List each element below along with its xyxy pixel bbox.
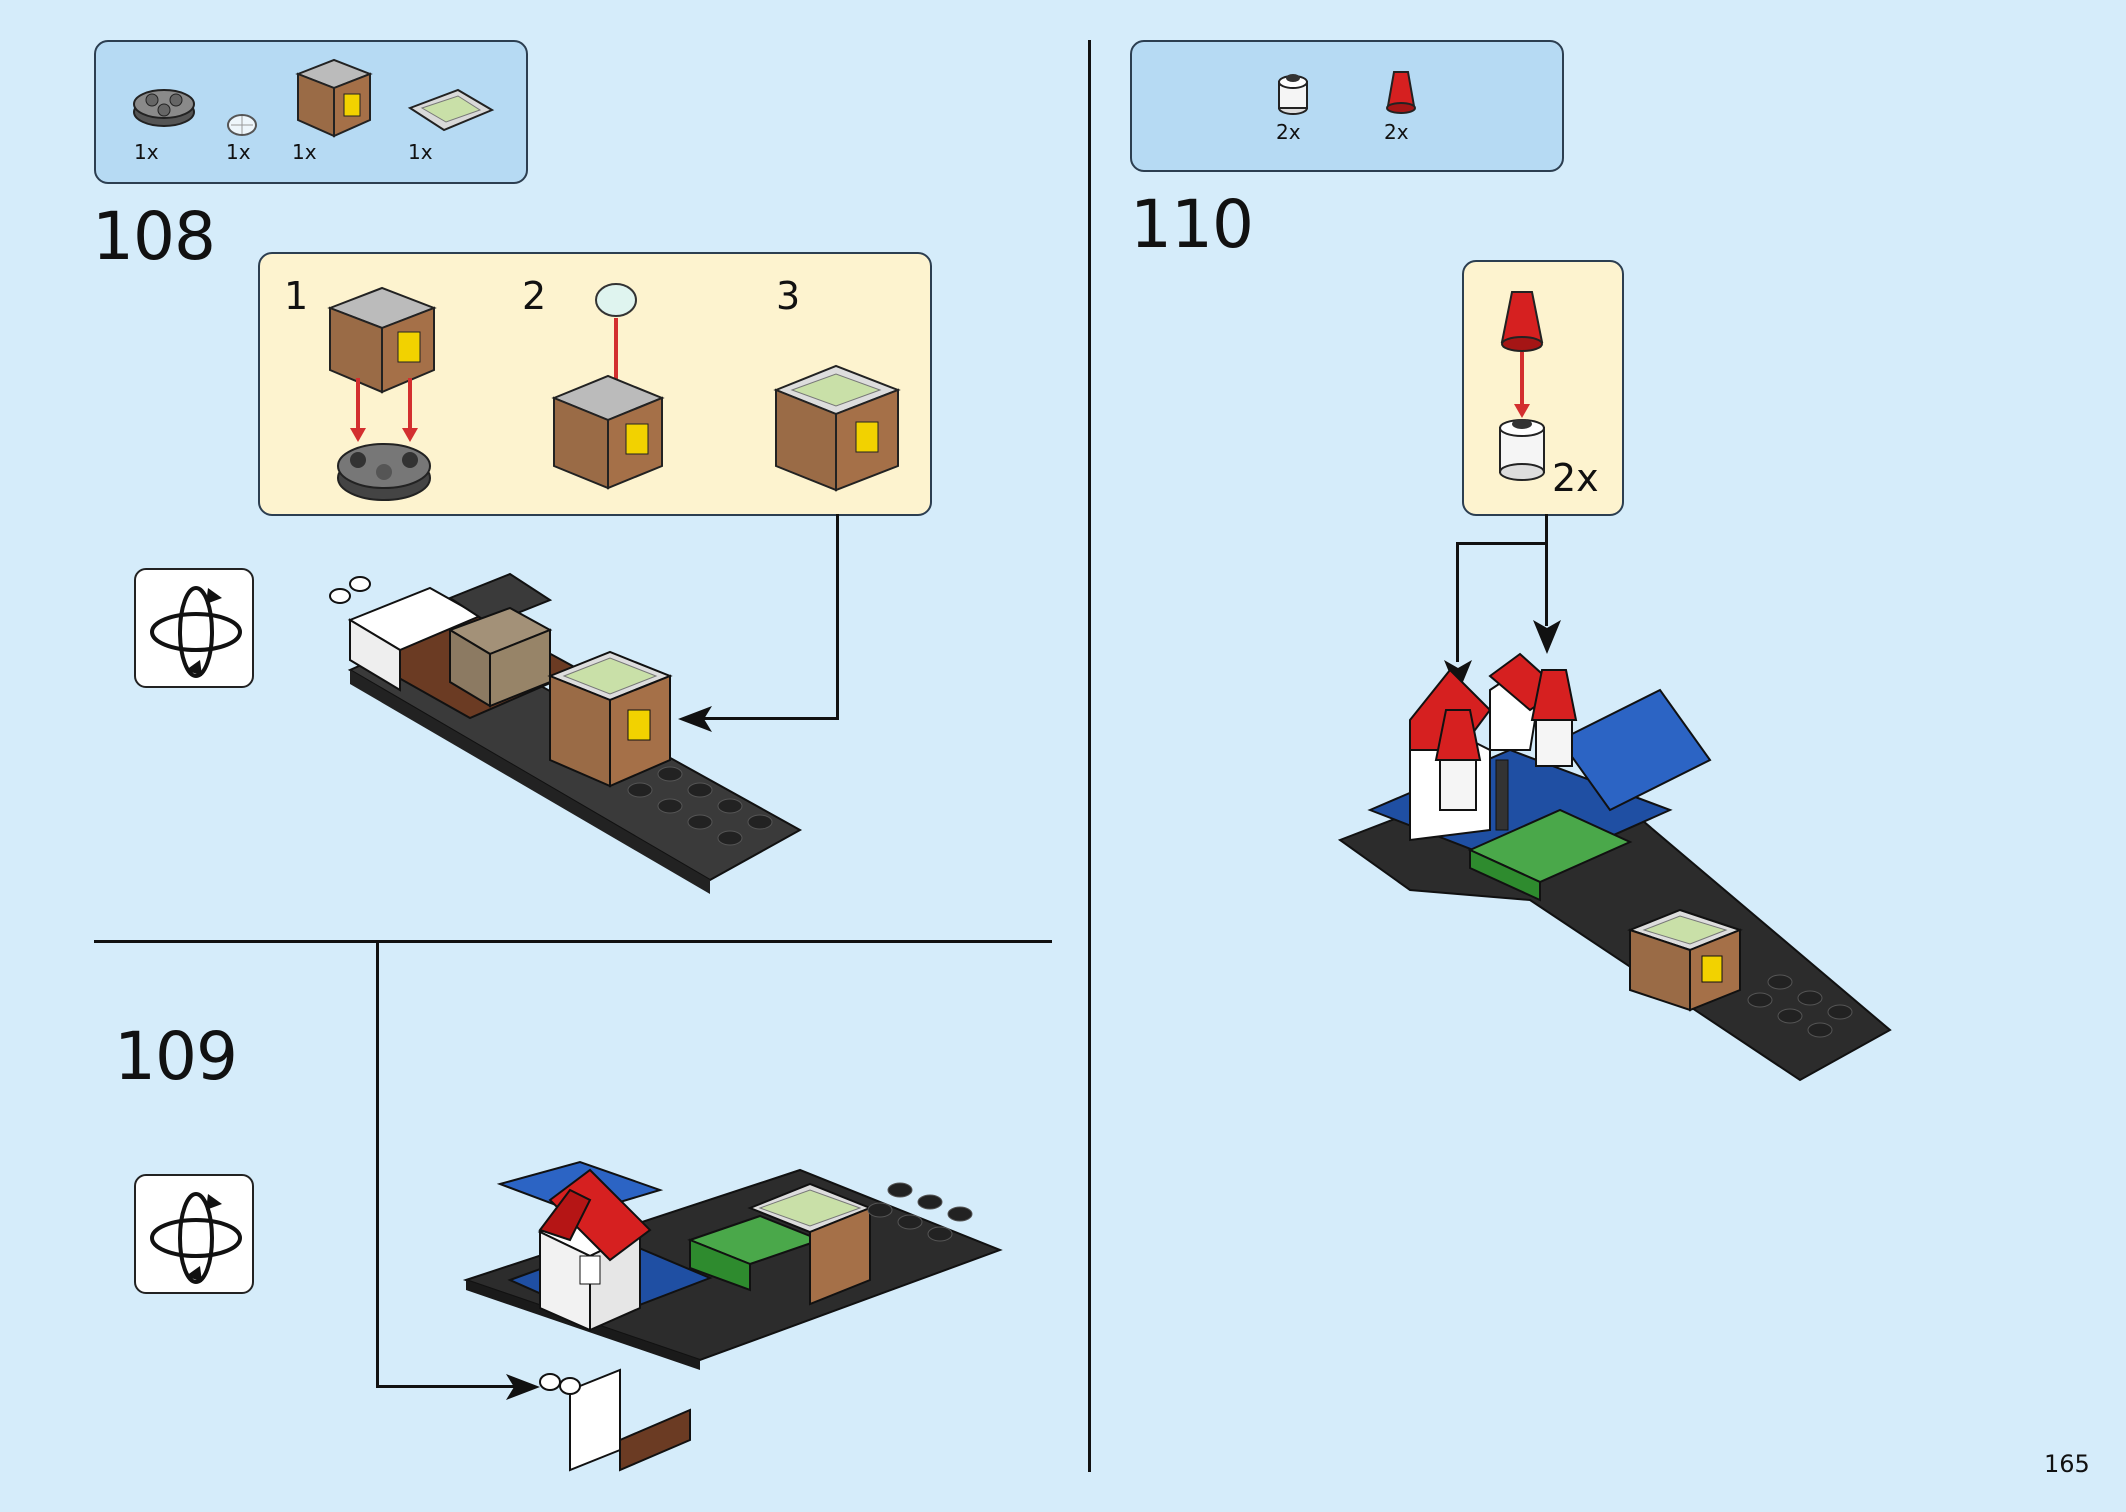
callout-connector-109-h (376, 1385, 514, 1388)
rotate-model-icon (134, 1174, 254, 1294)
step-number-108: 108 (92, 198, 216, 275)
part-qty-2: 1x (226, 140, 251, 164)
substep-number-2: 2 (522, 274, 547, 318)
callout-connector-110-v2 (1456, 542, 1459, 662)
callout-connector-108-h (700, 717, 839, 720)
cone-red-icon (1386, 71, 1416, 114)
subassembly-box-108: 1 2 3 (258, 252, 932, 516)
rotate-model-icon (134, 568, 254, 688)
substep-1-illustration (327, 286, 437, 501)
callout-connector-109-v (376, 942, 379, 1388)
printed-tile-icon (407, 88, 495, 132)
part-qty-1: 1x (134, 140, 159, 164)
callout-connector-110-h (1456, 542, 1548, 545)
model-step-109 (462, 1160, 1003, 1472)
substep-2-illustration (551, 283, 665, 490)
round-plate-dark-gray-icon (133, 89, 195, 127)
callout-connector-108-v (836, 514, 839, 720)
parts-list-108: 1x 1x 1x 1x (94, 40, 528, 184)
callout-quantity: 2x (1552, 456, 1599, 500)
subassembly-box-110: 2x (1462, 260, 1624, 516)
page-number: 165 (2044, 1450, 2090, 1478)
substep-3-illustration (773, 364, 901, 492)
assembly-arrow-icon (1533, 620, 1561, 654)
step-number-109: 109 (114, 1018, 238, 1095)
column-divider (1088, 40, 1091, 1472)
round-brick-white-icon (1278, 74, 1308, 115)
question-block-frame-icon (295, 58, 373, 138)
part-qty-3: 1x (292, 140, 317, 164)
model-step-110 (1337, 652, 1892, 1082)
part-qty-white: 2x (1276, 120, 1301, 144)
assembly-arrow-icon (506, 1374, 540, 1400)
step-number-110: 110 (1130, 186, 1254, 263)
substep-number-1: 1 (284, 274, 309, 318)
section-divider (94, 940, 1052, 943)
part-qty-4: 1x (408, 140, 433, 164)
callout-connector-110-v (1545, 514, 1548, 626)
assembly-arrow-icon (678, 706, 712, 732)
transparent-round-tile-icon (227, 114, 257, 136)
substep-number-3: 3 (776, 274, 801, 318)
part-qty-red: 2x (1384, 120, 1409, 144)
model-step-108 (329, 572, 803, 894)
cone-on-round-brick-illustration (1499, 291, 1545, 481)
parts-list-110: 2x 2x (1130, 40, 1564, 172)
